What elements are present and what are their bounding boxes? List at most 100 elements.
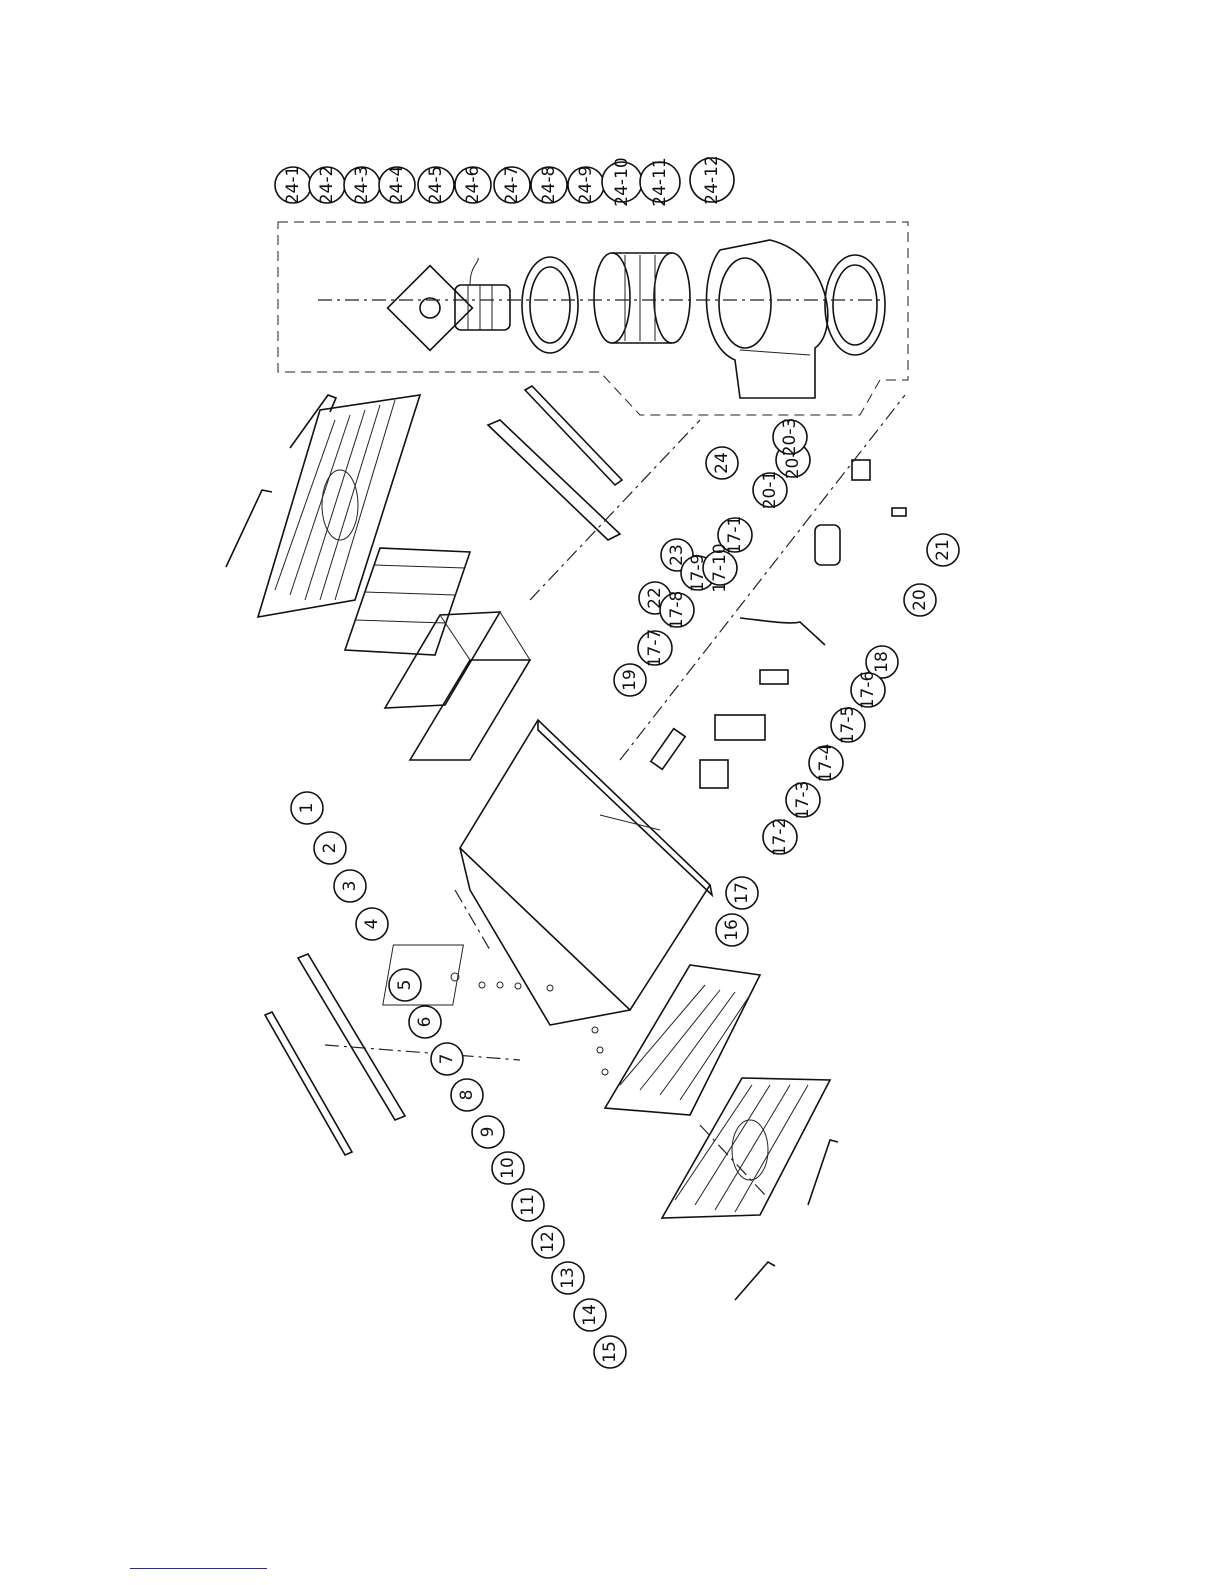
svg-text:20-3: 20-3 — [780, 418, 800, 457]
callout-24-7: 24-7 — [494, 166, 530, 205]
svg-text:5: 5 — [395, 980, 415, 991]
callout-17-4: 17-4 — [809, 744, 843, 783]
callout-24-3: 24-3 — [344, 166, 380, 205]
svg-text:24-4: 24-4 — [387, 166, 407, 205]
callout-20-1: 20-1 — [753, 471, 787, 510]
side-rail-upper — [488, 420, 620, 540]
svg-text:24-10: 24-10 — [612, 157, 632, 206]
callouts-blower: 24-1 24-2 24-3 24-4 24-5 24-6 24-7 24-8 … — [275, 155, 734, 206]
callout-24-4: 24-4 — [379, 166, 415, 205]
svg-text:13: 13 — [558, 1267, 578, 1289]
svg-text:17-8: 17-8 — [667, 591, 687, 630]
svg-text:24-8: 24-8 — [539, 166, 559, 205]
svg-text:24-2: 24-2 — [317, 166, 337, 205]
callout-16: 16 — [716, 914, 748, 946]
power-cord — [740, 618, 825, 645]
footer-rule — [130, 1568, 267, 1569]
callout-9: 9 — [472, 1116, 504, 1148]
callout-17: 17 — [726, 877, 758, 909]
blower-inlet-ring-front — [522, 257, 578, 353]
callout-11: 11 — [512, 1189, 544, 1221]
callout-24-6: 24-6 — [455, 166, 491, 205]
callout-7: 7 — [431, 1043, 463, 1075]
blower-inlet-ring-rear — [825, 255, 885, 355]
callout-24-2: 24-2 — [309, 166, 345, 205]
svg-text:24-1: 24-1 — [283, 166, 303, 205]
callout-24-1: 24-1 — [275, 166, 311, 205]
battery — [892, 508, 906, 516]
svg-text:10: 10 — [498, 1157, 518, 1179]
callout-24-8: 24-8 — [531, 166, 567, 205]
side-rail-left-b — [298, 954, 405, 1120]
callout-24-10: 24-10 — [602, 157, 642, 206]
svg-text:14: 14 — [580, 1304, 600, 1326]
svg-text:17: 17 — [732, 882, 752, 904]
svg-text:6: 6 — [415, 1017, 435, 1028]
svg-text:9: 9 — [478, 1127, 498, 1138]
front-grid — [605, 965, 760, 1115]
front-handle-left — [735, 1262, 775, 1300]
side-rail-left-a — [265, 1012, 352, 1155]
callout-24-12: 24-12 — [690, 155, 734, 204]
callout-21: 21 — [927, 534, 959, 566]
svg-text:16: 16 — [722, 919, 742, 941]
svg-text:17-4: 17-4 — [816, 744, 836, 783]
callout-1: 1 — [291, 792, 323, 824]
blower-motor — [455, 258, 510, 330]
pump-body — [700, 760, 728, 788]
callout-19: 19 — [614, 664, 646, 696]
svg-text:2: 2 — [320, 843, 340, 854]
blower-wheel — [594, 253, 690, 343]
svg-text:11: 11 — [518, 1194, 538, 1216]
svg-text:17-5: 17-5 — [838, 706, 858, 745]
svg-text:3: 3 — [340, 881, 360, 892]
rear-grille-panel — [258, 395, 420, 617]
svg-text:24-11: 24-11 — [650, 157, 670, 206]
callout-20: 20 — [904, 584, 936, 616]
water-level-window — [651, 729, 685, 770]
blower-parts — [318, 240, 885, 398]
svg-text:17-2: 17-2 — [770, 818, 790, 857]
svg-text:7: 7 — [437, 1054, 457, 1065]
callout-17-5: 17-5 — [831, 706, 865, 745]
callout-2: 2 — [314, 832, 346, 864]
svg-text:4: 4 — [362, 919, 382, 930]
svg-text:24-3: 24-3 — [352, 166, 372, 205]
evaporative-media — [385, 612, 530, 760]
svg-text:24: 24 — [712, 452, 732, 474]
svg-text:1: 1 — [297, 803, 317, 814]
display-pcb — [760, 670, 788, 684]
callout-13: 13 — [552, 1262, 584, 1294]
callout-6: 6 — [409, 1006, 441, 1038]
callout-5: 5 — [389, 969, 421, 1001]
callout-15: 15 — [594, 1336, 626, 1368]
side-rail-lower — [525, 386, 622, 485]
svg-text:17-7: 17-7 — [645, 629, 665, 668]
svg-text:18: 18 — [872, 651, 892, 673]
rear-handle-bottom — [226, 490, 272, 567]
callout-12: 12 — [532, 1226, 564, 1258]
svg-text:17-6: 17-6 — [858, 671, 878, 710]
svg-text:20: 20 — [910, 589, 930, 611]
svg-text:8: 8 — [457, 1090, 477, 1101]
callout-14: 14 — [574, 1299, 606, 1331]
svg-text:24-6: 24-6 — [463, 166, 483, 205]
front-panel — [662, 1078, 830, 1218]
rear-handle-top — [290, 395, 336, 448]
callouts-remote: 20-1 20-2 20-3 — [753, 418, 810, 510]
remote-control — [815, 525, 840, 565]
callout-17-2: 17-2 — [763, 818, 797, 857]
callout-3: 3 — [334, 870, 366, 902]
svg-text:19: 19 — [620, 669, 640, 691]
svg-text:21: 21 — [933, 539, 953, 561]
callout-24: 24 — [706, 447, 738, 479]
svg-text:17-10: 17-10 — [710, 543, 730, 592]
callout-10: 10 — [492, 1152, 524, 1184]
blower-assembly-outline — [278, 222, 908, 415]
remote-holder — [852, 460, 870, 480]
callouts-main: 1 2 3 4 5 6 7 8 9 10 11 12 13 14 15 16 1… — [291, 447, 959, 1368]
main-cabinet — [383, 720, 712, 1025]
callout-17-3: 17-3 — [786, 781, 820, 820]
small-hardware — [451, 973, 608, 1075]
